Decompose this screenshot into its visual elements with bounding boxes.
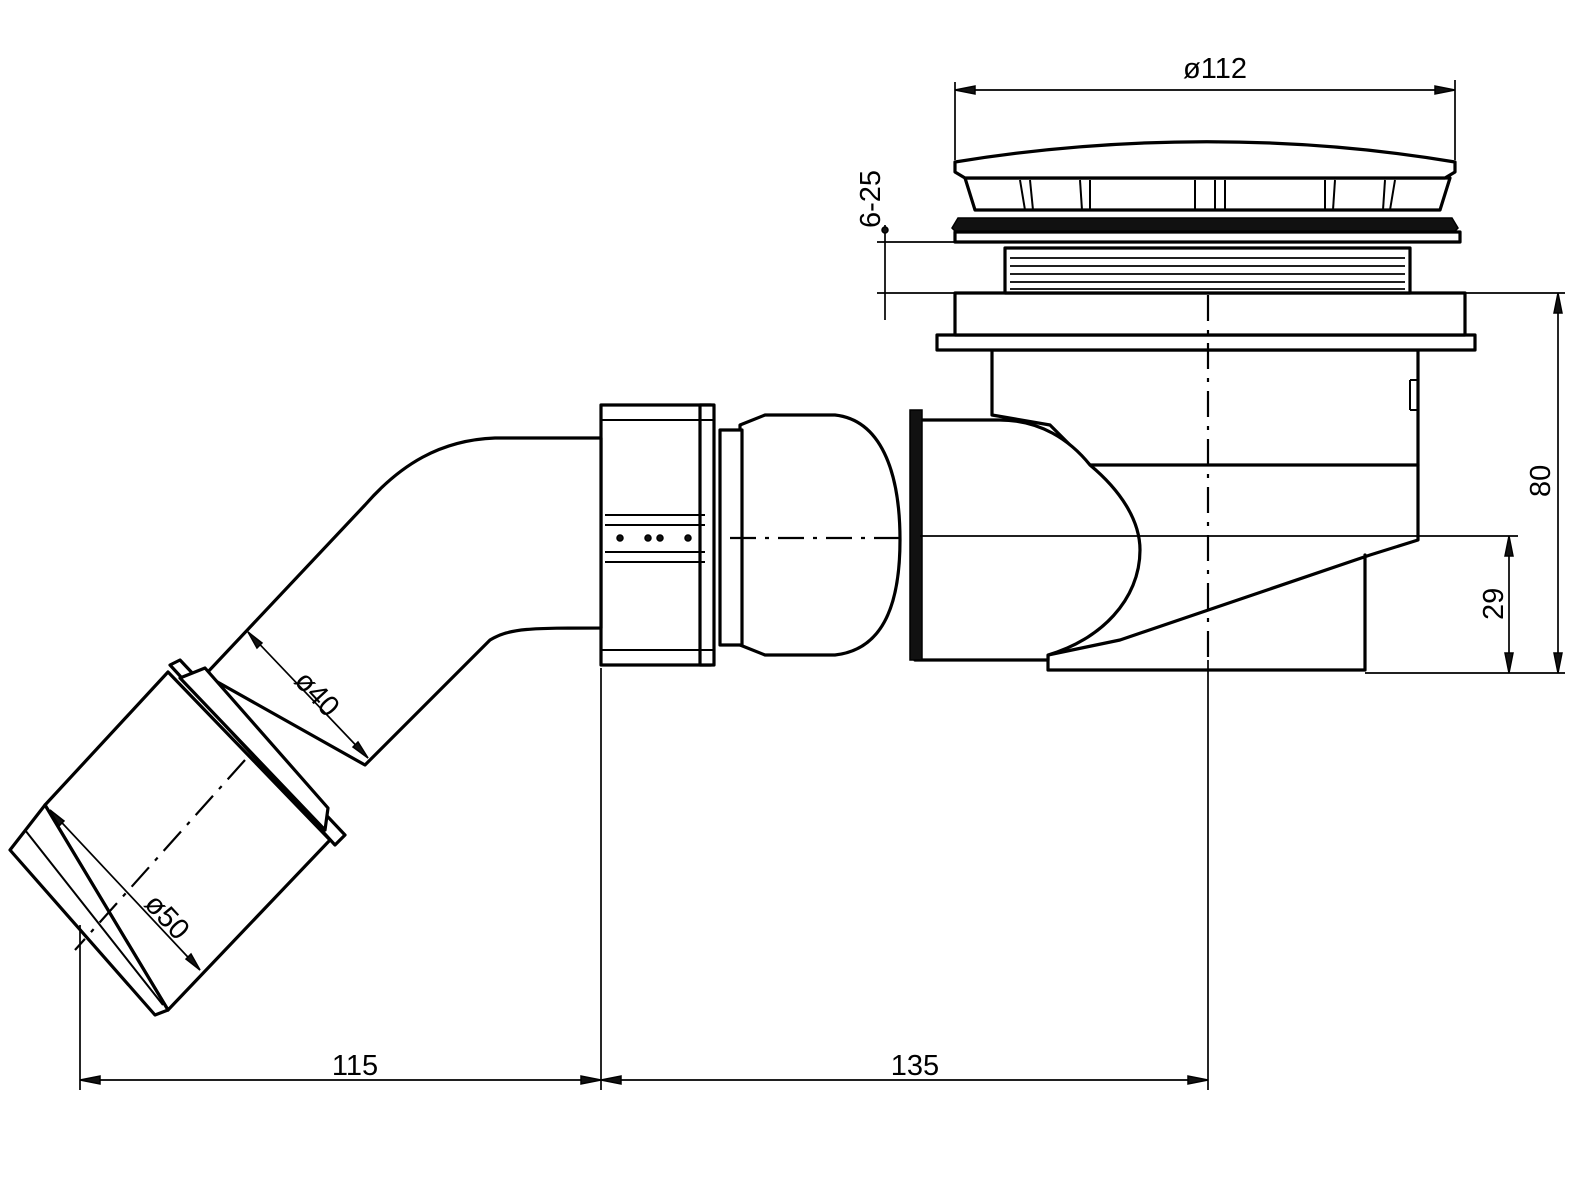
grate-gasket <box>951 217 1462 244</box>
grate-legs <box>963 176 1452 212</box>
drain-flange <box>935 291 1477 352</box>
threaded-sleeve <box>1003 246 1412 295</box>
label-total-height: 80 <box>1525 465 1557 497</box>
pipe-collar <box>168 658 347 847</box>
label-right-length: 135 <box>891 1050 939 1082</box>
outlet-adapter-50 <box>8 670 332 1017</box>
dim-outlet-height: 29 <box>920 535 1518 674</box>
dim-horizontal-lengths: 115 135 <box>79 660 1209 1090</box>
dim-adjust-range: 6-25 <box>855 170 955 320</box>
label-grate-diameter: ø112 <box>1183 53 1247 85</box>
outlet-sleeve <box>718 409 923 661</box>
bent-pipe-40 <box>203 436 603 767</box>
label-outlet-height: 29 <box>1478 588 1510 620</box>
drain-body <box>913 348 1420 672</box>
label-adjust-range: 6-25 <box>855 170 887 228</box>
dim-total-height: 80 <box>1365 292 1565 674</box>
label-left-length: 115 <box>332 1050 378 1082</box>
union-nut <box>599 403 716 667</box>
dim-grate-diameter: ø112 <box>954 53 1456 160</box>
center-lines <box>74 295 1210 951</box>
grate-cover <box>953 140 1457 180</box>
